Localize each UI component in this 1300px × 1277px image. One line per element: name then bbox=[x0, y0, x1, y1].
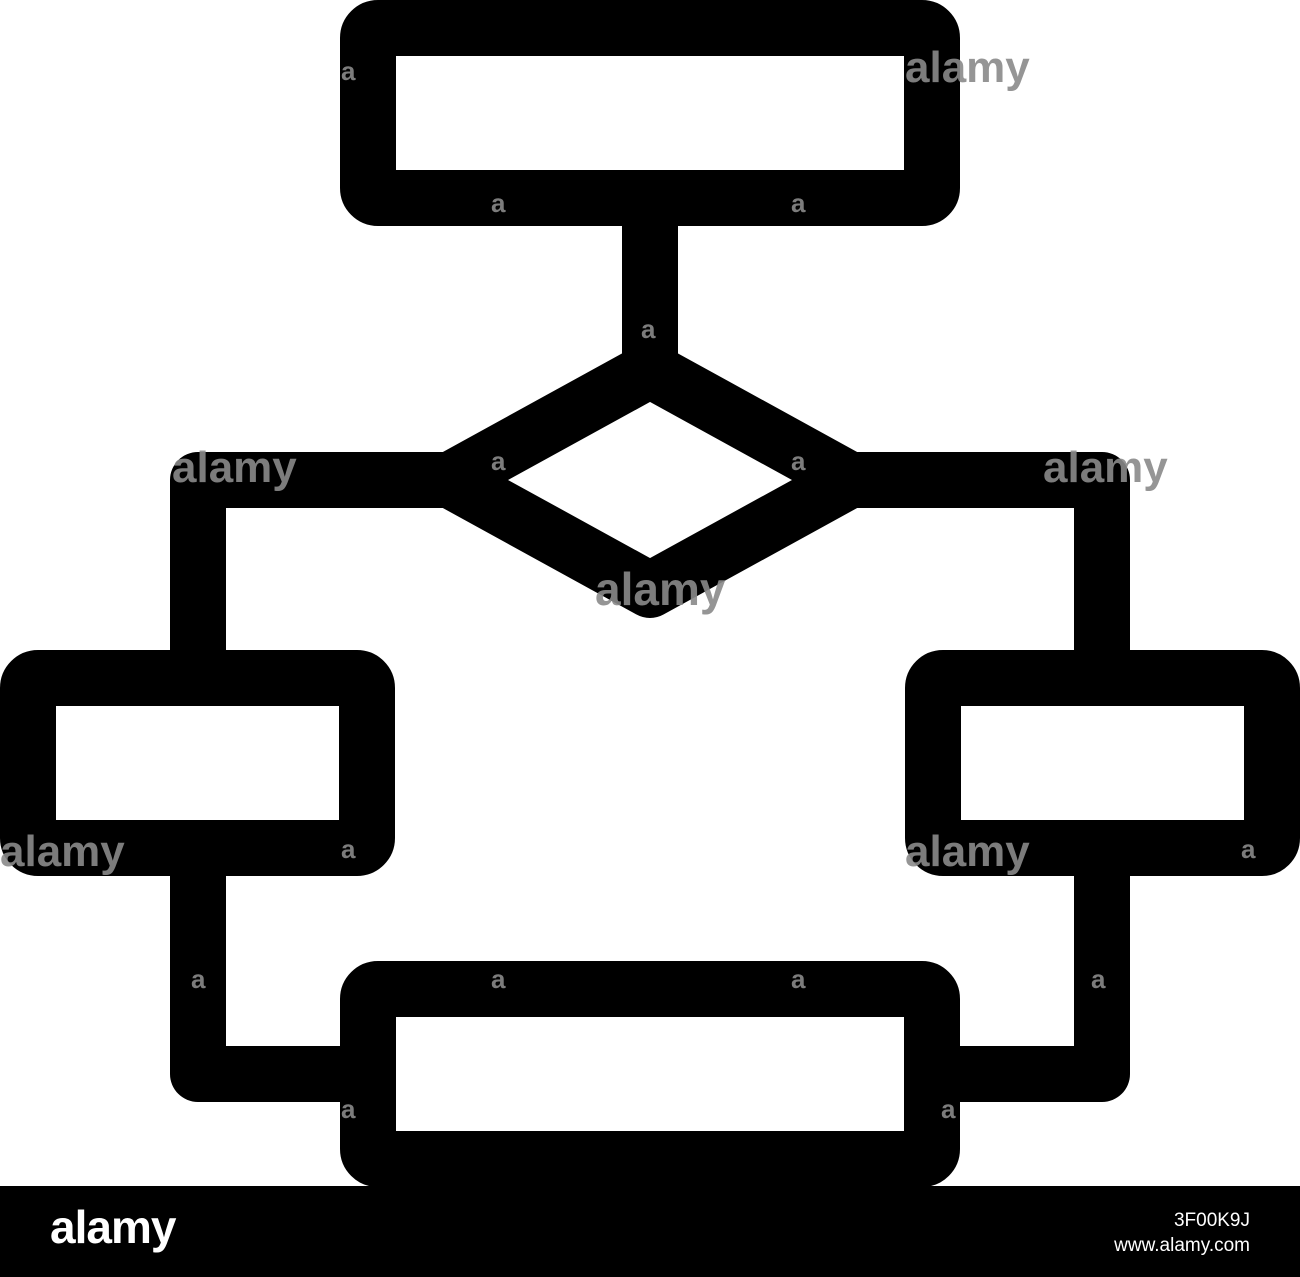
image-credit: 3F00K9J www.alamy.com bbox=[1114, 1208, 1250, 1258]
watermark-word: alamy bbox=[905, 43, 1030, 92]
watermark-letter: a bbox=[491, 964, 506, 994]
watermark-letter: a bbox=[491, 446, 506, 476]
watermark-letter: a bbox=[491, 188, 506, 218]
bottom-process-box bbox=[340, 961, 960, 1186]
watermark-letter: a bbox=[791, 188, 806, 218]
watermark-letter: a bbox=[1091, 964, 1106, 994]
watermark-overlay: alamy alamy alamy alamy alamy alamy a a … bbox=[0, 43, 1256, 1124]
watermark-word: alamy bbox=[595, 563, 726, 615]
alamy-logo: alamy bbox=[50, 1201, 176, 1253]
watermark-letter: a bbox=[341, 1094, 356, 1124]
site-url: www.alamy.com bbox=[1114, 1235, 1250, 1256]
watermark-letter: a bbox=[341, 834, 356, 864]
watermark-word: alamy bbox=[1043, 443, 1168, 492]
watermark-word: alamy bbox=[905, 827, 1030, 876]
flowchart-icon: alamy alamy alamy alamy alamy alamy a a … bbox=[0, 0, 1300, 1186]
left-branch-line bbox=[170, 452, 478, 706]
decision-diamond bbox=[422, 342, 878, 618]
watermark-letter: a bbox=[641, 314, 656, 344]
watermark-letter: a bbox=[791, 446, 806, 476]
watermark-letter: a bbox=[941, 1094, 956, 1124]
left-return-line bbox=[170, 820, 396, 1102]
image-id: 3F00K9J bbox=[1173, 1210, 1250, 1231]
watermark-word: alamy bbox=[172, 443, 297, 492]
footer-bar: alamy 3F00K9J www.alamy.com bbox=[0, 1186, 1300, 1277]
watermark-letter: a bbox=[791, 964, 806, 994]
flowchart-svg: alamy alamy alamy alamy alamy alamy a a … bbox=[0, 0, 1300, 1186]
watermark-letter: a bbox=[191, 964, 206, 994]
right-branch-line bbox=[822, 452, 1130, 706]
watermark-word: alamy bbox=[0, 827, 125, 876]
right-return-line bbox=[904, 820, 1130, 1102]
watermark-letter: a bbox=[1241, 834, 1256, 864]
watermark-letter: a bbox=[341, 56, 356, 86]
